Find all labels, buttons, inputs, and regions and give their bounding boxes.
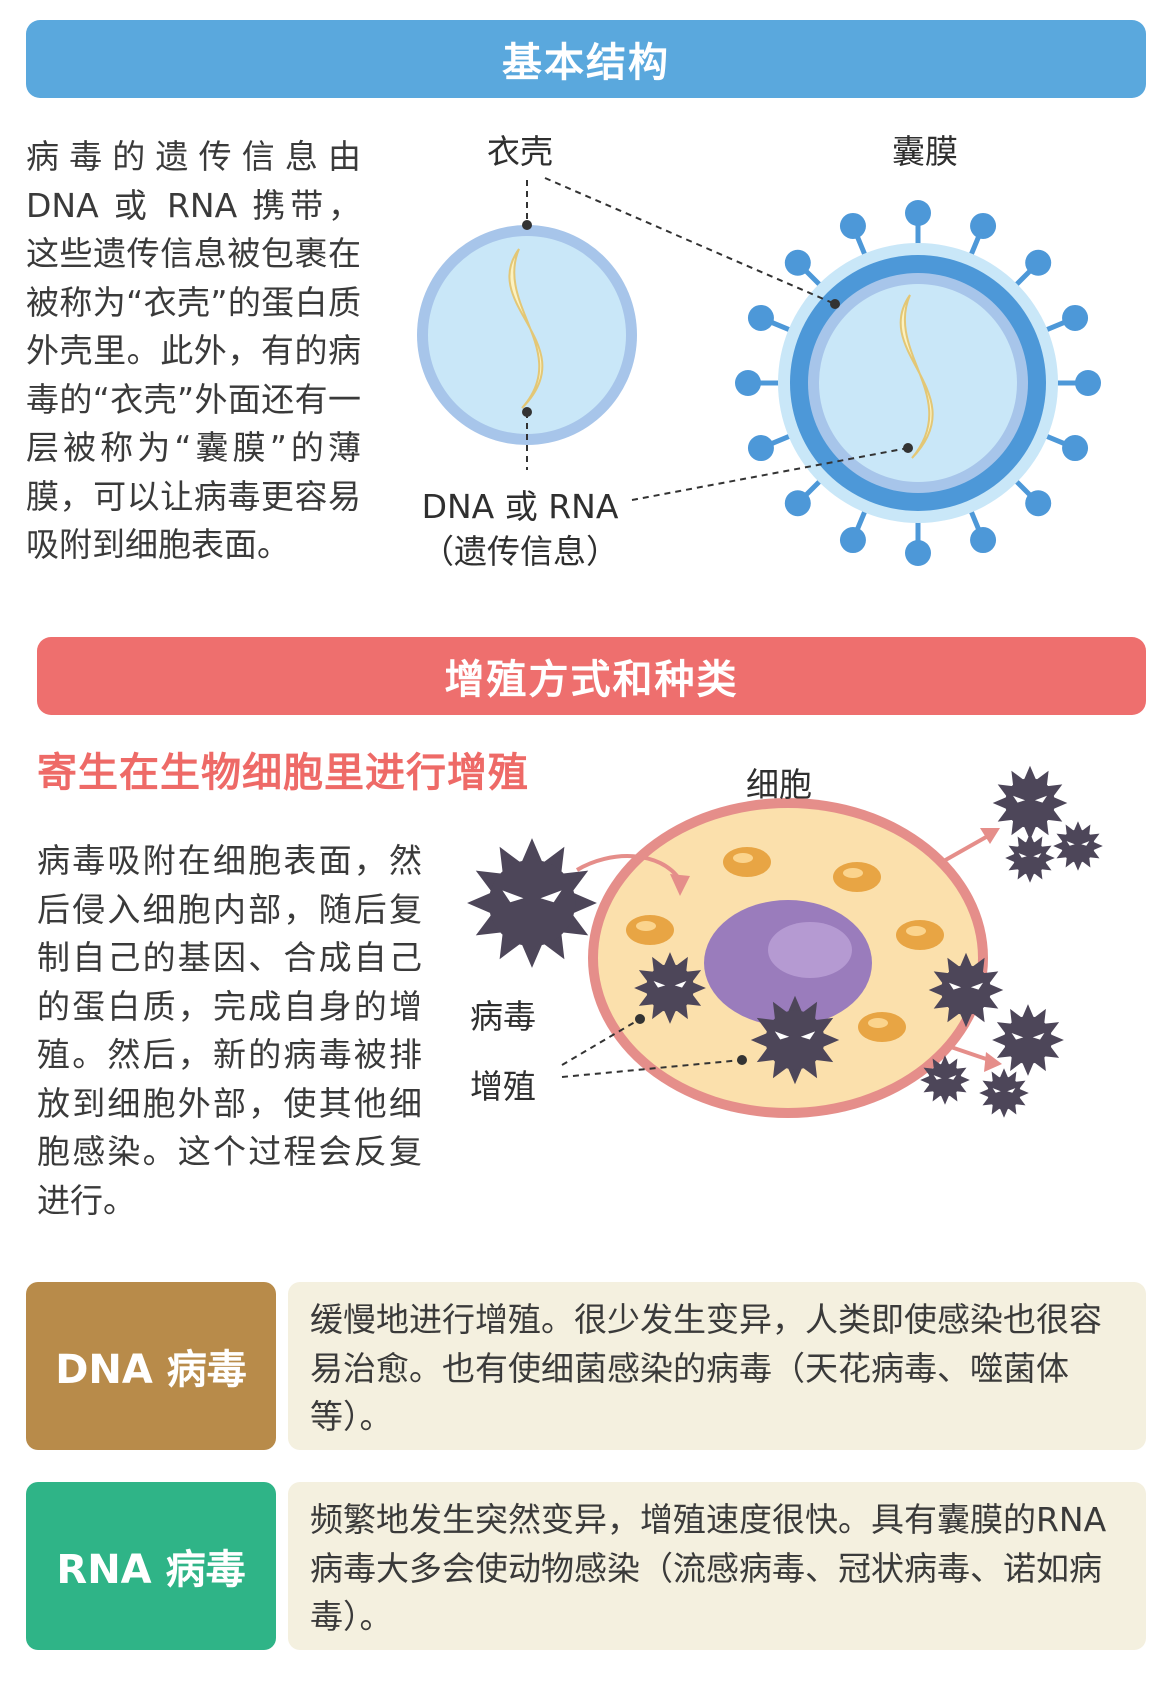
proliferation-paragraph: 病毒吸附在细胞表面，然后侵入细胞内部，随后复制自己的基因、合成自己的蛋白质，完成… bbox=[37, 841, 422, 1220]
section-structure-banner: 基本结构 bbox=[26, 20, 1146, 98]
genome-label-line2: （遗传信息） bbox=[421, 532, 619, 571]
proliferation-pointer-lines bbox=[561, 1018, 743, 1078]
virus-label: 病毒 bbox=[470, 997, 536, 1036]
structure-paragraph: 病毒的遗传信息由DNA 或 RNA 携带，这些遗传信息被包裹在被称为“衣壳”的蛋… bbox=[26, 137, 361, 564]
section-proliferation-banner: 增殖方式和种类 bbox=[37, 637, 1146, 715]
capsid-label: 衣壳 bbox=[487, 132, 553, 171]
dna-virus-tag: DNA 病毒 bbox=[26, 1282, 276, 1450]
rna-virus-tag: RNA 病毒 bbox=[26, 1482, 276, 1650]
cell-label: 细胞 bbox=[746, 765, 812, 804]
proliferation-subtitle: 寄生在生物细胞里进行增殖 bbox=[37, 750, 529, 796]
structure-pointer-lines bbox=[526, 177, 909, 501]
spiky-viruses bbox=[467, 765, 1103, 1118]
proliferation-label: 增殖 bbox=[470, 1067, 536, 1106]
rna-virus-description: 频繁地发生突然变异，增殖速度很快。具有囊膜的RNA 病毒大多会使动物感染（流感病… bbox=[288, 1482, 1146, 1650]
envelope-label: 囊膜 bbox=[892, 132, 958, 171]
genome-label-line1: DNA 或 RNA bbox=[421, 487, 619, 526]
naked-virus-illustration bbox=[417, 225, 637, 445]
dna-virus-description: 缓慢地进行增殖。很少发生变异，人类即使感染也很容易治愈。也有使细菌感染的病毒（天… bbox=[288, 1282, 1146, 1450]
enveloped-virus-illustration bbox=[735, 200, 1101, 566]
